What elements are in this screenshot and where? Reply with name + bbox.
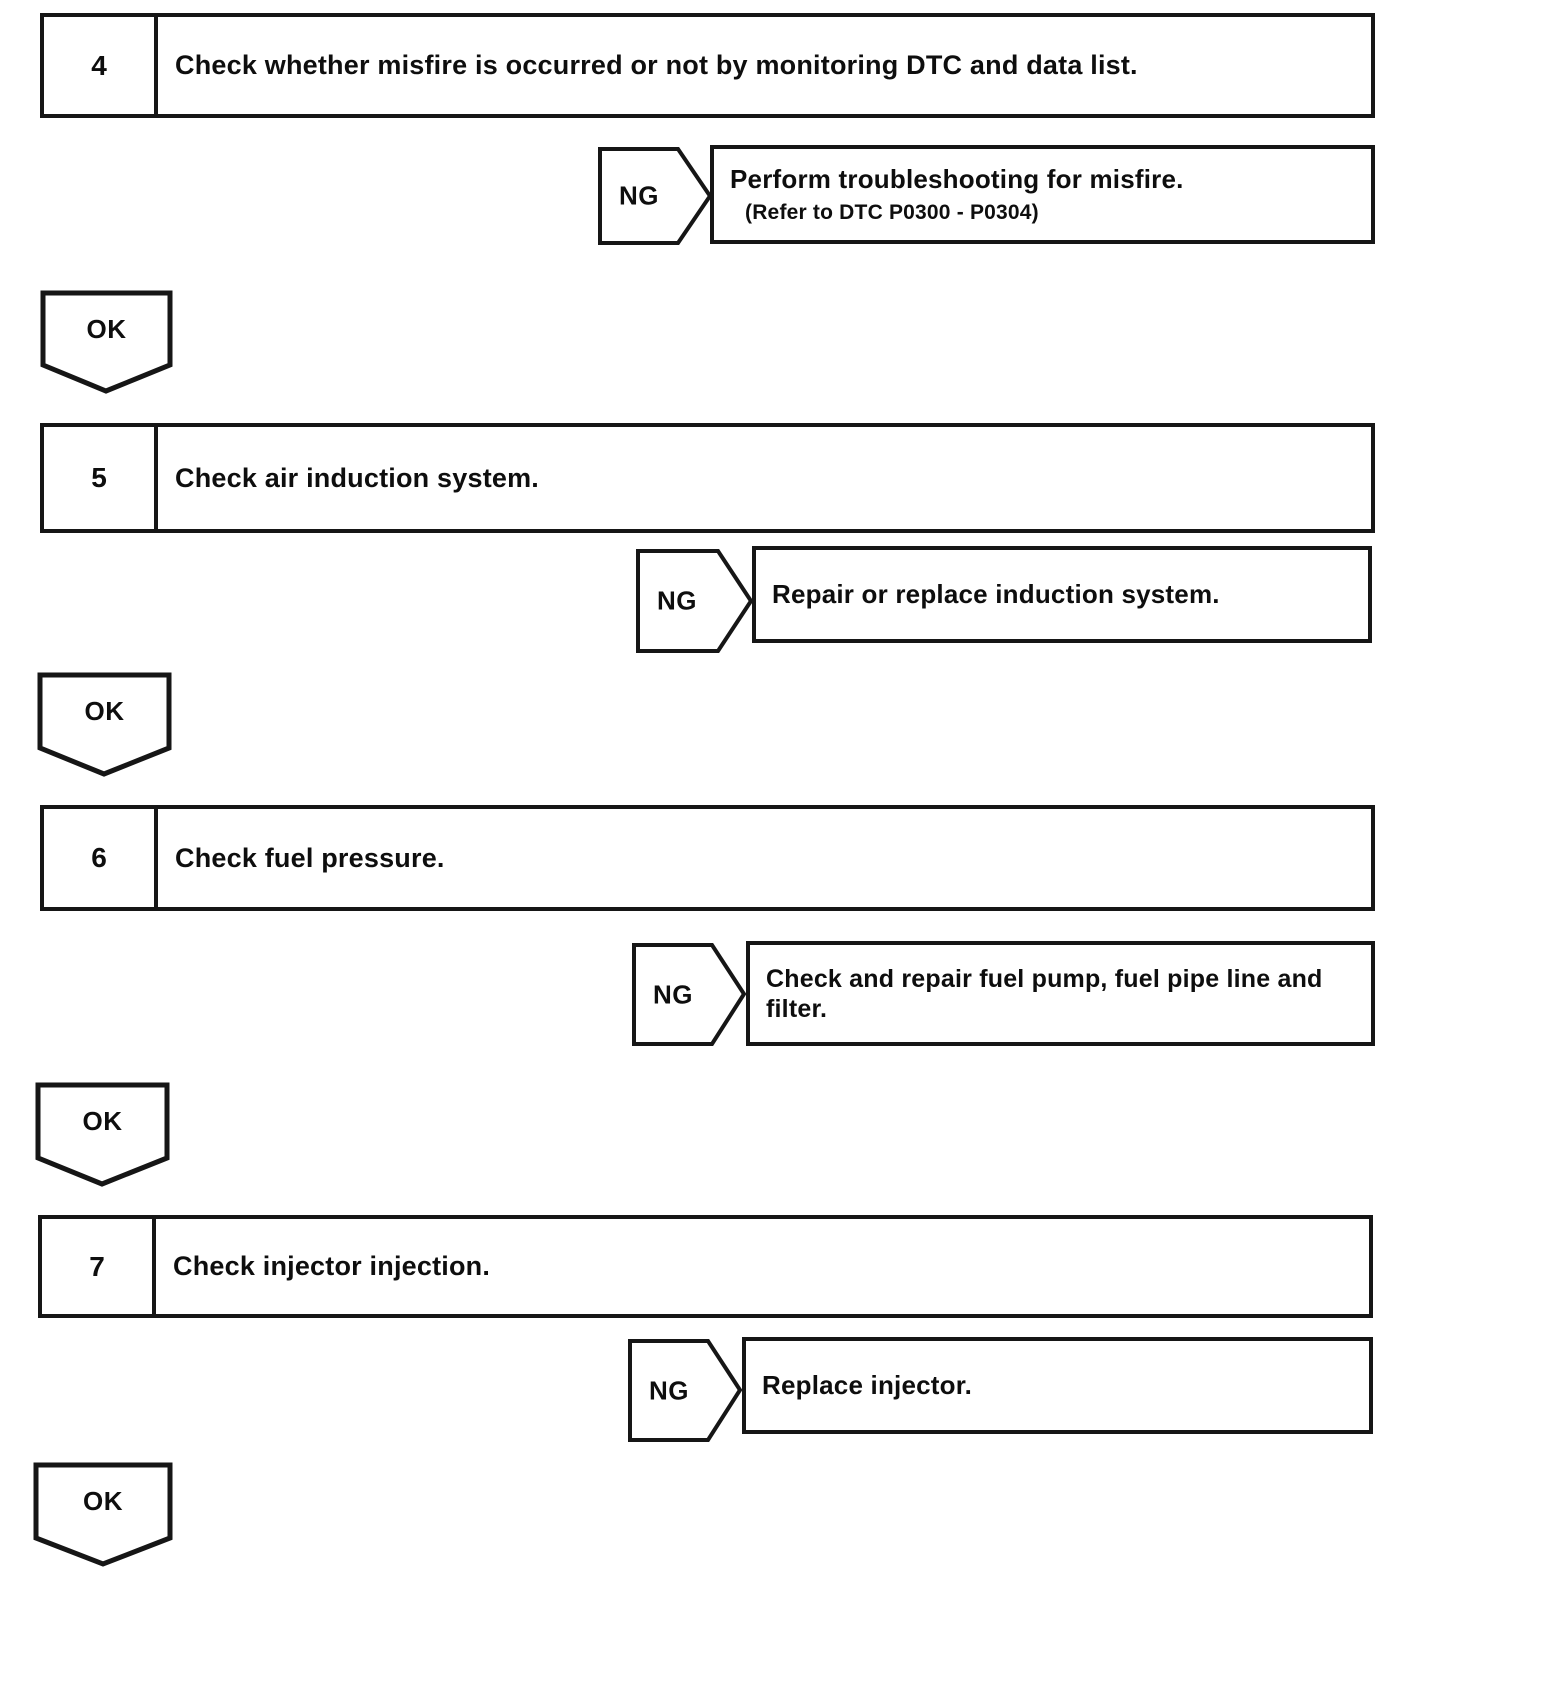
step-box-7: 7 Check injector injection. bbox=[38, 1215, 1373, 1318]
ok-label: OK bbox=[83, 1486, 123, 1516]
ng-result-text: Repair or replace induction system. bbox=[772, 578, 1220, 609]
ok-pentagon-icon bbox=[35, 1082, 170, 1187]
ng-connector-6: NG bbox=[632, 943, 746, 1046]
ok-connector-5: OK bbox=[37, 672, 172, 777]
step-box-4: 4 Check whether misfire is occurred or n… bbox=[40, 13, 1375, 118]
ng-result-note: (Refer to DTC P0300 - P0304) bbox=[745, 201, 1039, 225]
step-title: Check fuel pressure. bbox=[175, 842, 445, 873]
ok-pentagon-icon bbox=[40, 290, 173, 394]
ng-arrow-icon bbox=[636, 549, 753, 653]
ok-connector-4: OK bbox=[40, 290, 173, 394]
ng-result-text: Replace injector. bbox=[762, 1369, 973, 1400]
ng-result-box-5: Repair or replace induction system. bbox=[752, 546, 1372, 643]
ok-label: OK bbox=[84, 696, 125, 726]
ok-pentagon-icon bbox=[37, 672, 172, 777]
ok-label: OK bbox=[86, 314, 127, 344]
ng-label: NG bbox=[653, 979, 693, 1009]
step-number: 5 bbox=[44, 427, 158, 529]
ok-connector-7: OK bbox=[33, 1462, 173, 1567]
ng-arrow-icon bbox=[628, 1339, 742, 1442]
step-title: Check whether misfire is occurred or not… bbox=[175, 50, 1138, 80]
ng-result-box-7: Replace injector. bbox=[742, 1337, 1373, 1434]
ng-result-box-4: Perform troubleshooting for misfire. (Re… bbox=[710, 145, 1375, 244]
ok-pentagon-icon bbox=[33, 1462, 173, 1567]
ng-label: NG bbox=[649, 1375, 689, 1405]
ng-label: NG bbox=[657, 585, 697, 616]
ng-result-text: Perform troubleshooting for misfire. bbox=[730, 163, 1184, 194]
step-number: 6 bbox=[44, 809, 158, 907]
ng-connector-7: NG bbox=[628, 1339, 742, 1442]
ng-connector-5: NG bbox=[636, 549, 753, 653]
step-number: 4 bbox=[44, 17, 158, 114]
step-box-5: 5 Check air induction system. bbox=[40, 423, 1375, 533]
step-title: Check air induction system. bbox=[175, 462, 540, 493]
ng-connector-4: NG bbox=[598, 147, 712, 245]
step-number: 7 bbox=[42, 1219, 156, 1314]
ok-connector-6: OK bbox=[35, 1082, 170, 1187]
ng-result-box-6: Check and repair fuel pump, fuel pipe li… bbox=[746, 941, 1375, 1046]
step-title: Check injector injection. bbox=[173, 1251, 491, 1281]
ok-label: OK bbox=[82, 1106, 123, 1136]
ng-arrow-icon bbox=[598, 147, 712, 245]
ng-arrow-icon bbox=[632, 943, 746, 1046]
ng-label: NG bbox=[619, 180, 659, 211]
ng-result-text: Check and repair fuel pump, fuel pipe li… bbox=[766, 964, 1323, 1023]
step-box-6: 6 Check fuel pressure. bbox=[40, 805, 1375, 911]
